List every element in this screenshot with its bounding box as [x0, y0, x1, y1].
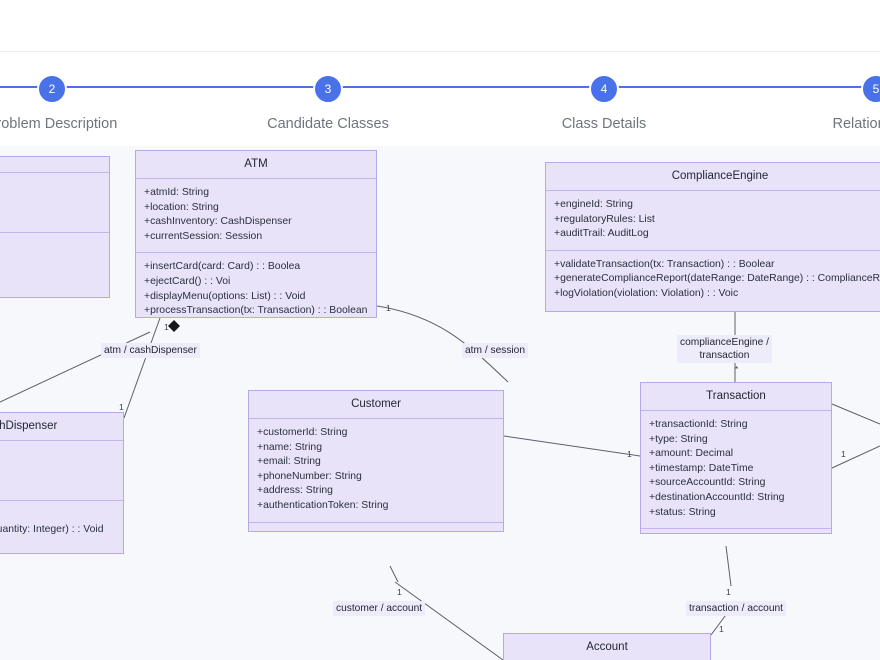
- step-circle-4[interactable]: 4: [589, 74, 619, 104]
- multiplicity-m-compliance-bottom: *: [735, 364, 739, 374]
- class-methods-section: ortSummary): [0, 233, 109, 263]
- stepper-progress-line: [0, 86, 880, 88]
- class-member-row: +regulatoryRules: List: [554, 213, 655, 225]
- multiplicity-m-customer-bottom: 1: [397, 587, 402, 597]
- edge-label-line: transaction: [699, 350, 750, 361]
- edge-label-compliance-transaction[interactable]: complianceEngine / transaction: [677, 335, 772, 363]
- class-node-account[interactable]: Account: [503, 633, 711, 660]
- edge-customer-transaction: [503, 435, 641, 457]
- class-member-row: +email: String: [257, 456, 321, 468]
- class-member-row: +customerId: String: [257, 427, 348, 438]
- multiplicity-m-account-top: 1: [726, 587, 731, 597]
- class-member-row: ortSummary): [0, 240, 101, 255]
- class-member-row: +name: String: [257, 441, 322, 453]
- class-member-row: +generateComplianceReport(dateRange: Dat…: [554, 273, 880, 285]
- class-attributes-section: +engineId: String +regulatoryRules: List +…: [546, 191, 880, 251]
- class-member-row: +displayMenu(options: List) : : Void: [144, 290, 306, 302]
- class-methods-section: +authenticate(credentials: Credentials) …: [249, 523, 503, 532]
- step-label-2: Problem Description: [0, 116, 118, 132]
- step-circle-3[interactable]: 3: [313, 74, 343, 104]
- edge-transaction-right-a: [831, 403, 880, 425]
- class-member-row: +address: String: [257, 485, 333, 497]
- edge-label-customer-account[interactable]: customer / account: [333, 601, 426, 616]
- class-member-row: +amount: Decimal: [649, 448, 734, 460]
- class-node-title: Customer: [249, 391, 503, 419]
- class-member-row: +location: String: [144, 201, 219, 213]
- class-methods-section: l) : : BooleanDenomination, quantity: In…: [0, 501, 123, 545]
- multiplicity-m-transaction-left: 1: [627, 449, 632, 459]
- class-node-title: ComplianceEngine: [546, 163, 880, 191]
- class-node-title: Transaction: [641, 383, 831, 411]
- class-member-row: Denomination, quantity: Integer) : : Voi…: [0, 523, 104, 535]
- class-member-row: +destinationAccountId: String: [649, 491, 785, 503]
- step-label-3: Candidate Classes: [267, 116, 389, 132]
- class-member-row: +status: String: [649, 506, 716, 518]
- class-member-row: +processTransaction(tx: Transaction) : :…: [144, 305, 368, 317]
- step-label-4: Class Details: [561, 116, 647, 132]
- class-member-row: l) : : Boolean: [0, 508, 115, 523]
- class-attributes-section: [0, 173, 109, 233]
- multiplicity-m-atm-right: 1: [386, 303, 391, 313]
- class-member-row: +transactionId: String: [649, 419, 748, 430]
- edge-label-transaction-account[interactable]: transaction / account: [686, 601, 787, 616]
- class-member-row: +auditTrail: AuditLog: [554, 228, 649, 240]
- edge-customer-account: [394, 581, 504, 660]
- stepper-step-5[interactable]: 5Relationships: [776, 52, 880, 132]
- edge-transaction-account-stub: [725, 545, 732, 587]
- class-member-row: +currentSession: Session: [144, 230, 263, 242]
- multiplicity-m-atm-bottom: 1: [164, 322, 169, 332]
- edge-atm-cashdispenser: [123, 317, 161, 419]
- app-header: [0, 0, 880, 52]
- class-node-transaction[interactable]: Transaction +transactionId: String +type: …: [640, 382, 832, 534]
- step-circle-5[interactable]: 5: [861, 74, 880, 104]
- class-methods-section: +approve() : : Boolear+reject(reason: St…: [641, 529, 831, 533]
- class-methods-section: +insertCard(card: Card) : : Boolea +eject…: [136, 253, 376, 317]
- class-member-row: +engineId: String: [554, 199, 633, 210]
- edge-label-line: complianceEngine /: [680, 337, 769, 348]
- class-member-row: +phoneNumber: String: [257, 470, 362, 482]
- class-member-row: +authenticate(credentials: Credentials) …: [257, 530, 495, 532]
- class-node-title: Account: [504, 634, 710, 660]
- class-attributes-section: +atmId: String +location: String +cashInve…: [136, 179, 376, 254]
- edge-atm-session: [376, 305, 509, 383]
- class-member-row: +atmId: String: [144, 187, 209, 198]
- class-member-row: +timestamp: DateTime: [649, 462, 754, 474]
- class-node-customer[interactable]: Customer +customerId: String +name: String…: [248, 390, 504, 532]
- step-circle-2[interactable]: 2: [37, 74, 67, 104]
- class-node-title: ATM: [136, 151, 376, 179]
- class-member-row: +sourceAccountId: String: [649, 477, 766, 489]
- step-label-5: Relationships: [832, 116, 880, 132]
- class-member-row: +authenticationToken: String: [257, 499, 389, 511]
- class-member-row: +ejectCard() : : Voi: [144, 275, 231, 287]
- composition-diamond-icon: [168, 320, 180, 332]
- edge-label-atm-session[interactable]: atm / session: [462, 343, 529, 358]
- class-node-atm[interactable]: ATM +atmId: String +location: String +cashI…: [135, 150, 377, 318]
- class-node-title: CashDispenser: [0, 413, 123, 441]
- class-member-row: +type: String: [649, 433, 708, 445]
- relationship-edges: [0, 305, 880, 660]
- class-attributes-section: +customerId: String +name: String +email: …: [249, 419, 503, 523]
- class-member-row: +logViolation(violation: Violation) : : …: [554, 287, 739, 299]
- diagram-canvas[interactable]: ortSummary) ATM +atmId: String +location: S…: [0, 146, 880, 660]
- class-member-row: +insertCard(card: Card) : : Boolea: [144, 261, 301, 273]
- class-node-cashdispenser[interactable]: CashDispenser l) : : BooleanDenomination,…: [0, 412, 124, 554]
- edge-label-atm-cashdispenser[interactable]: atm / cashDispenser: [101, 343, 200, 358]
- edge-transaction-right-b: [831, 445, 880, 469]
- class-methods-section: +validateTransaction(tx: Transaction) : …: [546, 251, 880, 310]
- class-attributes-section: [0, 441, 123, 501]
- class-member-row: +cashInventory: CashDispenser: [144, 216, 292, 228]
- multiplicity-m-transaction-right: 1: [841, 449, 846, 459]
- stepper-step-2[interactable]: 2Problem Description: [0, 52, 152, 132]
- edge-customer-account-stub: [389, 565, 399, 583]
- class-attributes-section: +transactionId: String +type: String +amou…: [641, 411, 831, 530]
- class-node-compliance[interactable]: ComplianceEngine +engineId: String +regula…: [545, 162, 880, 312]
- class-member-row: +validateTransaction(tx: Transaction) : …: [554, 258, 775, 270]
- class-node-report[interactable]: ortSummary): [0, 156, 110, 298]
- class-node-title: [0, 157, 109, 173]
- multiplicity-m-cashdispenser-top: 1: [119, 402, 124, 412]
- multiplicity-m-account-corner: 1: [719, 624, 724, 634]
